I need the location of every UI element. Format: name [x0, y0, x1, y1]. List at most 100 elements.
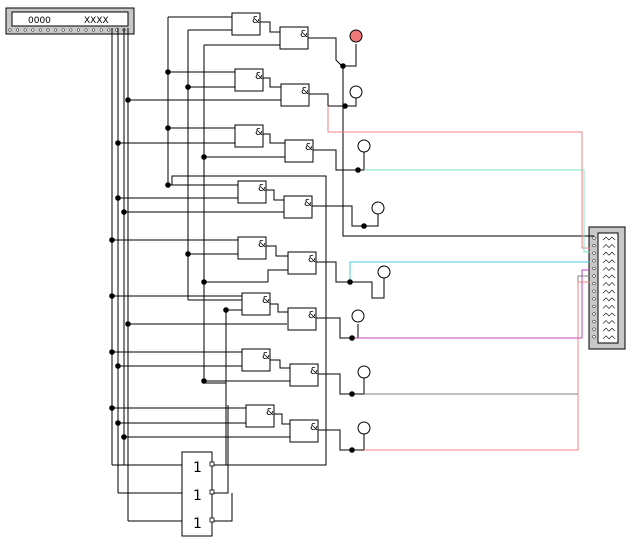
lamp-1: [349, 29, 363, 43]
wire-green: [364, 169, 590, 253]
and-gate[interactable]: &: [283, 195, 313, 219]
junction-dot: [349, 391, 355, 397]
and-gate-label: &: [308, 254, 316, 265]
connector-pin: [592, 297, 596, 301]
junction-dot: [125, 97, 131, 103]
output-connector[interactable]: [588, 226, 626, 350]
connector-wave: [602, 251, 616, 256]
and-gate-label: &: [262, 295, 270, 306]
wire-pink-bottom: [364, 281, 590, 451]
and-gate[interactable]: &: [287, 251, 317, 275]
connector-wave: [602, 244, 616, 249]
or-label-3: 1: [193, 516, 202, 532]
or-pin-3: [209, 517, 215, 523]
wire-cyan: [349, 261, 590, 282]
and-gate[interactable]: &: [284, 139, 314, 163]
input-panel[interactable]: 0000 XXXX: [5, 7, 135, 35]
or-label-1: 1: [193, 460, 202, 476]
connector-pin: [592, 259, 596, 263]
and-gate-label: &: [305, 142, 313, 153]
and-gate-label: &: [252, 15, 260, 26]
connector-wave: [602, 327, 616, 332]
lamp-8: [357, 421, 371, 435]
and-gate-body: [234, 124, 264, 148]
and-gate[interactable]: &: [287, 307, 317, 331]
panel-pin: [84, 28, 88, 32]
or-block[interactable]: 1 1 1: [181, 451, 215, 537]
junction-dot: [165, 69, 171, 75]
and-gate-body: [287, 307, 317, 331]
and-gate[interactable]: &: [237, 236, 267, 260]
junction-dot: [125, 321, 131, 327]
and-gate[interactable]: &: [237, 180, 267, 204]
lamp-2: [349, 85, 363, 99]
junction-dot: [121, 209, 127, 215]
and-gate[interactable]: &: [234, 68, 264, 92]
lamp-6: [351, 309, 365, 323]
connector-pin: [592, 243, 596, 248]
junction-dot: [109, 293, 115, 299]
lamp-7: [357, 365, 371, 379]
and-gate-body: [279, 26, 309, 50]
junction-dot: [349, 447, 355, 453]
connector-pin: [592, 281, 596, 286]
connector-wave: [602, 274, 616, 279]
connector-wave: [602, 312, 616, 317]
and-gate[interactable]: &: [279, 26, 309, 50]
panel-pin: [31, 28, 35, 32]
connector-pin: [592, 304, 596, 309]
wire-magenta: [352, 269, 590, 339]
junction-dot: [185, 251, 191, 257]
lamp-4: [371, 201, 385, 215]
lamp-3: [357, 139, 371, 153]
and-gate-label: &: [300, 29, 308, 40]
input-panel-display: [11, 11, 129, 27]
and-gates: &&&&&&&&&&&&&&&&: [231, 12, 319, 443]
connector-wave: [602, 320, 616, 325]
and-gate-body: [241, 348, 271, 372]
panel-pin: [99, 28, 103, 32]
and-gate-body: [289, 363, 319, 387]
and-gate-body: [237, 236, 267, 260]
junction-dot: [115, 195, 121, 201]
panel-pin: [76, 28, 80, 32]
junction-dot: [109, 405, 115, 411]
junction-dot: [165, 182, 171, 188]
and-gate-body: [287, 251, 317, 275]
and-gate[interactable]: &: [231, 12, 261, 36]
and-gate-label: &: [255, 127, 263, 138]
connector-pin: [592, 327, 596, 331]
panel-pin: [16, 28, 20, 32]
and-gate[interactable]: &: [280, 83, 310, 107]
connector-pins: [592, 236, 616, 340]
and-gate[interactable]: &: [241, 348, 271, 372]
junction-dot: [109, 237, 115, 243]
and-gate[interactable]: &: [289, 419, 319, 443]
and-gate-body: [289, 419, 319, 443]
and-gate[interactable]: &: [245, 404, 275, 428]
colored-wiring: [327, 106, 590, 451]
junction-dot: [355, 167, 361, 173]
connector-wave: [602, 297, 616, 302]
panel-pin: [46, 28, 50, 32]
panel-pin: [61, 28, 65, 32]
and-gate-body: [241, 292, 271, 316]
and-gate-label: &: [310, 422, 318, 433]
and-gate[interactable]: &: [241, 292, 271, 316]
connector-pin: [592, 266, 596, 271]
and-gate-body: [237, 180, 267, 204]
panel-pin: [69, 28, 73, 32]
and-gate[interactable]: &: [289, 363, 319, 387]
panel-pin: [38, 28, 42, 32]
junction-dot: [121, 434, 127, 440]
junction-dots: [109, 63, 367, 453]
and-gate[interactable]: &: [234, 124, 264, 148]
and-gate-label: &: [262, 351, 270, 362]
wiring: [111, 16, 594, 522]
and-gate-body: [245, 404, 275, 428]
connector-wave: [602, 282, 616, 287]
wire-gray: [364, 275, 590, 395]
connector-pin: [592, 236, 596, 240]
and-gate-body: [234, 68, 264, 92]
